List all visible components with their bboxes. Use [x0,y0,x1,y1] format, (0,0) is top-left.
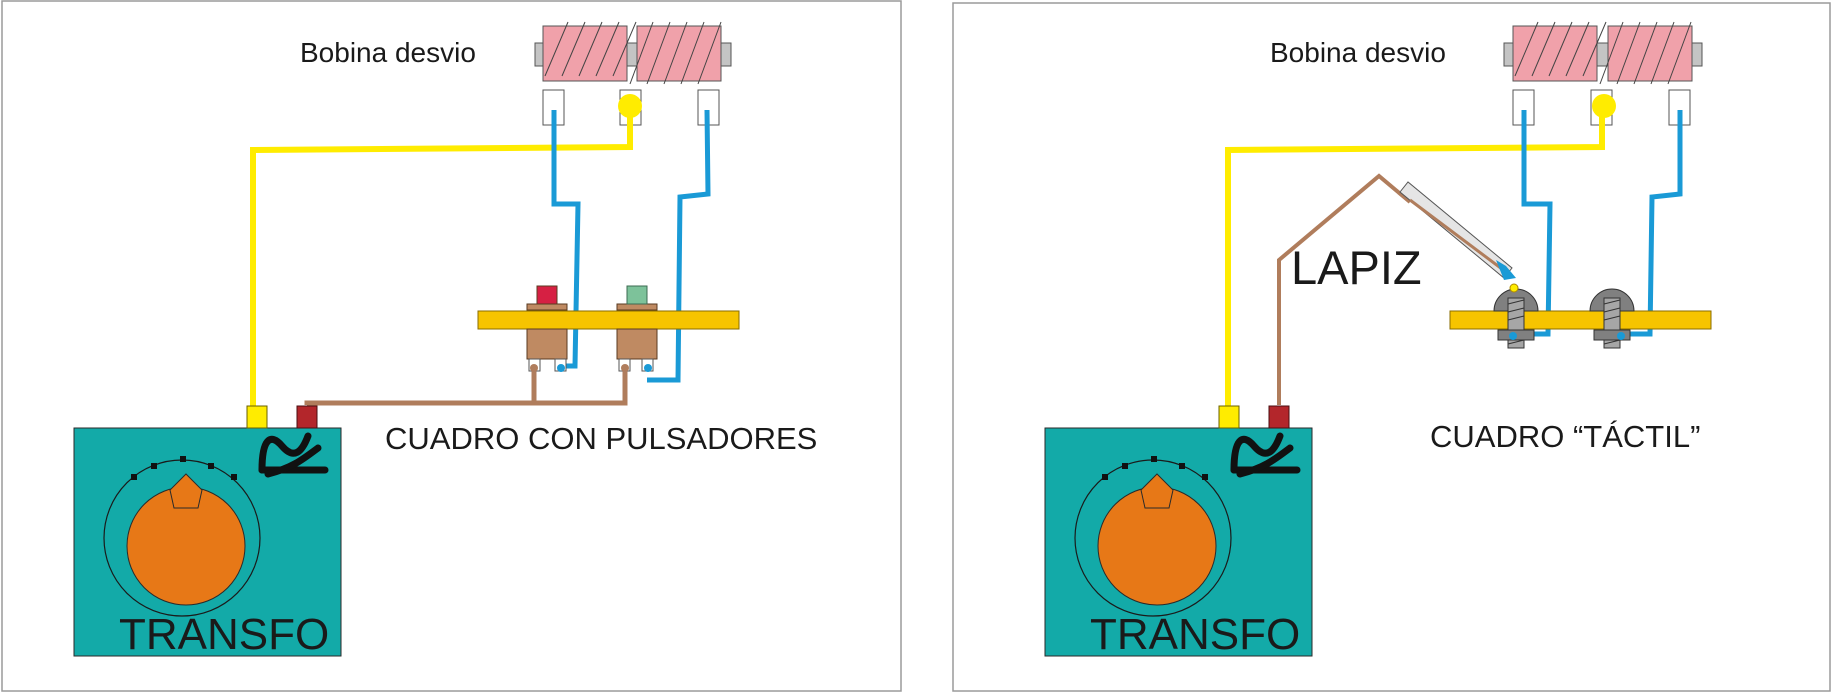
right-pencil-probe [1399,181,1519,293]
right-brown-wire [1277,173,1412,405]
left-coil-hatching [544,21,722,85]
left-coil [534,21,732,126]
left-pushbutton-red [526,285,568,372]
left-yellow-wire-joint [618,94,642,118]
left-transformer: TRANSFO [73,405,342,659]
right-coil-hatching [1514,21,1692,85]
right-blue-wire-2 [1620,110,1683,337]
right-transformer-terminal-yellow [1218,405,1240,429]
right-panel: Bobina desvio LAPIZ [952,2,1831,692]
left-transformer-label: TRANSFO [119,610,329,659]
right-yellow-wire [1225,104,1605,406]
left-transformer-terminal-yellow [246,405,268,429]
right-transformer-terminal-red [1268,405,1290,429]
left-coil-center-cap [626,42,639,67]
left-pushbutton-green [616,285,658,372]
left-transformer-terminal-red [296,405,318,429]
left-blue-wire-1 [551,110,581,369]
left-coil-winding-2 [636,25,722,82]
right-caption: CUADRO “TÁCTIL” [1430,419,1700,454]
right-yellow-wire-joint [1592,94,1616,118]
right-pencil-label: LAPIZ [1291,241,1422,294]
right-transformer-dial-ticks [1102,456,1208,480]
right-touch-screw-2 [1589,288,1635,349]
left-blue-wire-2 [647,109,711,383]
left-ac-symbol-icon [258,432,329,478]
right-touch-board [1449,310,1712,330]
left-caption: CUADRO CON PULSADORES [385,421,817,456]
left-transformer-dial-ticks [131,456,237,480]
left-pushbutton-board [477,310,740,330]
right-transformer: TRANSFO [1044,405,1313,659]
right-ac-symbol-icon [1230,432,1301,478]
right-transformer-label: TRANSFO [1090,610,1300,659]
right-transformer-knob-pointer [1140,473,1174,509]
right-blue-wire-1 [1512,110,1553,337]
left-yellow-wire [250,104,633,406]
left-coil-end-cap-right [720,42,732,67]
left-panel: Bobina desvio CUADRO CON PULSAD [1,0,902,692]
left-transformer-knob-pointer [169,473,203,509]
right-coil-label: Bobina desvio [1270,37,1446,68]
left-coil-label: Bobina desvio [300,37,476,68]
